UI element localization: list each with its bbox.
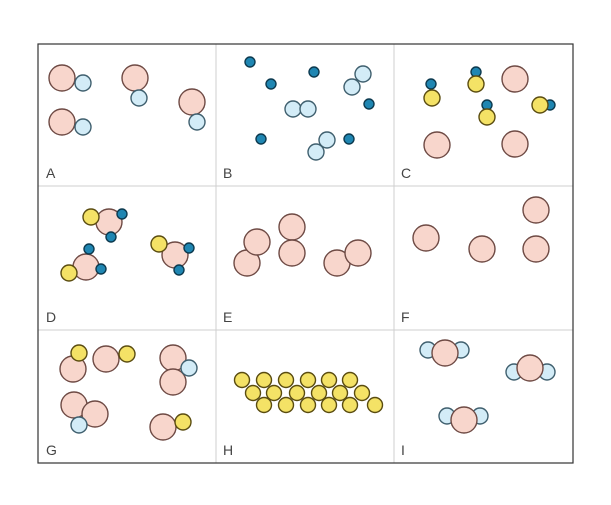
light-blue-particle [307, 143, 325, 161]
panel-label-d: D [46, 309, 56, 325]
dark-blue-particle [363, 98, 375, 110]
yellow-particle [244, 384, 262, 402]
light-blue-particle [130, 89, 148, 107]
large-pink-particle [431, 339, 459, 367]
large-pink-particle [412, 224, 440, 252]
dark-blue-particle [105, 231, 117, 243]
yellow-particle [288, 384, 306, 402]
dark-blue-particle [425, 78, 437, 90]
yellow-particle [255, 396, 273, 414]
dark-blue-particle [255, 133, 267, 145]
large-pink-particle [450, 406, 478, 434]
light-blue-particle [180, 359, 198, 377]
panel-label-h: H [223, 442, 233, 458]
yellow-particle [467, 75, 485, 93]
outer-border [37, 43, 574, 464]
light-blue-particle [284, 100, 302, 118]
light-blue-particle [354, 65, 372, 83]
yellow-particle [82, 208, 100, 226]
large-pink-particle [48, 108, 76, 136]
yellow-particle [423, 89, 441, 107]
large-pink-particle [178, 88, 206, 116]
light-blue-particle [343, 78, 361, 96]
panel-label-b: B [223, 165, 232, 181]
dark-blue-particle [116, 208, 128, 220]
dark-blue-particle [244, 56, 256, 68]
panel-label-c: C [401, 165, 411, 181]
large-pink-particle [81, 400, 109, 428]
large-pink-particle [468, 235, 496, 263]
large-pink-particle [522, 235, 550, 263]
large-pink-particle [278, 239, 306, 267]
yellow-particle [277, 371, 295, 389]
yellow-particle [531, 96, 549, 114]
large-pink-particle [92, 345, 120, 373]
yellow-particle [255, 371, 273, 389]
yellow-particle [478, 108, 496, 126]
yellow-particle [174, 413, 192, 431]
panel-grid [37, 43, 574, 464]
yellow-particle [310, 384, 328, 402]
yellow-particle [299, 371, 317, 389]
yellow-particle [150, 235, 168, 253]
light-blue-particle [70, 416, 88, 434]
yellow-particle [341, 396, 359, 414]
large-pink-particle [516, 354, 544, 382]
panel-label-a: A [46, 165, 56, 181]
dark-blue-particle [183, 242, 195, 254]
large-pink-particle [149, 413, 177, 441]
light-blue-particle [74, 118, 92, 136]
light-blue-particle [299, 100, 317, 118]
particles [48, 56, 556, 441]
light-blue-particle [188, 113, 206, 131]
large-pink-particle [522, 196, 550, 224]
dark-blue-particle [173, 264, 185, 276]
light-blue-particle [318, 131, 336, 149]
yellow-particle [118, 345, 136, 363]
dark-blue-particle [95, 263, 107, 275]
panel-label-e: E [223, 309, 232, 325]
dark-blue-particle [265, 78, 277, 90]
yellow-particle [265, 384, 283, 402]
yellow-particle [320, 396, 338, 414]
large-pink-particle [121, 64, 149, 92]
dark-blue-particle [308, 66, 320, 78]
yellow-particle [60, 264, 78, 282]
panel-label-g: G [46, 442, 57, 458]
large-pink-particle [243, 228, 271, 256]
dark-blue-particle [83, 243, 95, 255]
large-pink-particle [159, 368, 187, 396]
yellow-particle [353, 384, 371, 402]
large-pink-particle [48, 64, 76, 92]
yellow-particle [331, 384, 349, 402]
yellow-particle [341, 371, 359, 389]
large-pink-particle [423, 131, 451, 159]
large-pink-particle [501, 65, 529, 93]
large-pink-particle [278, 213, 306, 241]
panel-label-f: F [401, 309, 410, 325]
yellow-particle [277, 396, 295, 414]
yellow-particle [70, 344, 88, 362]
yellow-particle [320, 371, 338, 389]
panel-label-i: I [401, 442, 405, 458]
large-pink-particle [501, 130, 529, 158]
dark-blue-particle [343, 133, 355, 145]
yellow-particle [299, 396, 317, 414]
yellow-particle [366, 396, 384, 414]
light-blue-particle [74, 74, 92, 92]
yellow-particle [233, 371, 251, 389]
panel-labels: A B C D E F G H I [46, 165, 411, 458]
large-pink-particle [344, 239, 372, 267]
